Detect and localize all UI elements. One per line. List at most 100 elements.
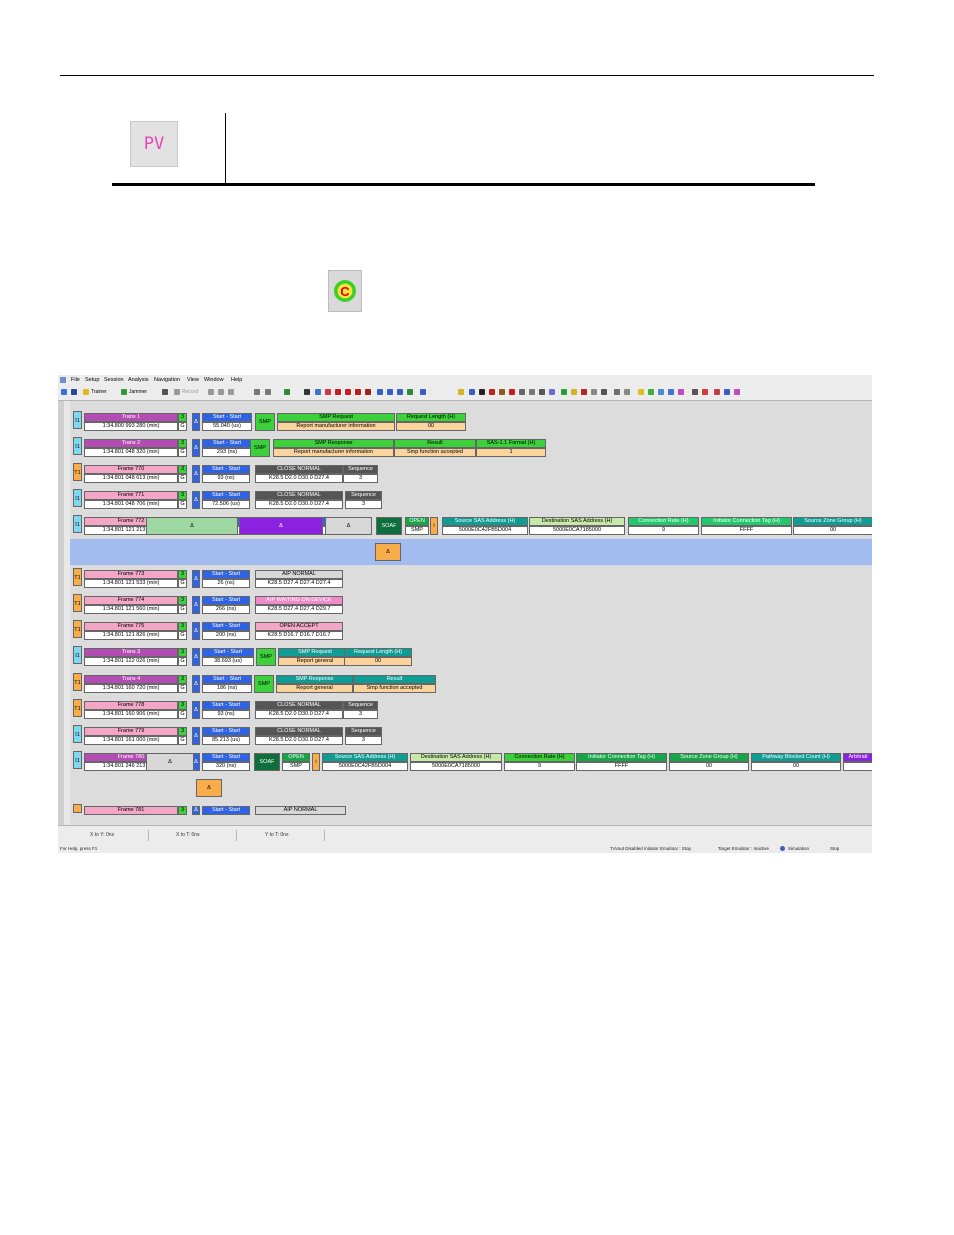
trigger-icon[interactable] — [702, 389, 708, 395]
field-header: Start - Start — [202, 648, 254, 657]
hide-icon[interactable] — [365, 389, 371, 395]
filter-icon[interactable] — [284, 389, 290, 395]
zoom-in-icon[interactable] — [377, 389, 383, 395]
packet-direction-tag[interactable]: I1 — [73, 437, 82, 455]
packet-direction-tag[interactable]: T1 — [73, 463, 82, 481]
packet-direction-tag[interactable]: T1 — [73, 594, 82, 612]
timer-icon[interactable] — [692, 389, 698, 395]
print-icon[interactable] — [265, 389, 271, 395]
histogram-icon[interactable] — [539, 389, 545, 395]
packet-direction-tag[interactable]: T1 — [73, 699, 82, 717]
stop-icon[interactable] — [208, 389, 214, 395]
export-icon[interactable] — [254, 389, 260, 395]
layout-icon[interactable] — [601, 389, 607, 395]
notes-icon[interactable] — [571, 389, 577, 395]
packet-direction-tag[interactable]: I1 — [73, 489, 82, 507]
search-icon[interactable] — [315, 389, 321, 395]
packet-direction-tag[interactable] — [73, 804, 82, 813]
field-header: Start - Start — [202, 413, 252, 422]
packet-direction-tag[interactable]: T1 — [73, 673, 82, 691]
menu-file[interactable]: File — [71, 377, 80, 383]
packet-direction-tag[interactable]: I1 — [73, 411, 82, 429]
jammer-icon[interactable] — [121, 389, 127, 395]
open-icon[interactable] — [61, 389, 67, 395]
panel-icon[interactable] — [638, 389, 644, 395]
zoom-out-icon[interactable] — [387, 389, 393, 395]
c-icon[interactable] — [648, 389, 654, 395]
packet-direction-tag[interactable]: I1 — [73, 751, 82, 769]
view-icon[interactable] — [624, 389, 630, 395]
packet-direction-tag[interactable]: T1 — [73, 568, 82, 586]
display-icon[interactable] — [614, 389, 620, 395]
settings-icon[interactable] — [591, 389, 597, 395]
timing-icon[interactable] — [499, 389, 505, 395]
pv-icon: PV — [130, 121, 178, 167]
frame-icon[interactable] — [734, 389, 740, 395]
menu-setup[interactable]: Setup — [85, 377, 100, 383]
field-value: 3 — [345, 500, 382, 509]
record-button[interactable]: Record — [182, 389, 199, 395]
scroll-gutter[interactable] — [64, 401, 70, 825]
link-icon[interactable] — [509, 389, 515, 395]
stats-icon[interactable] — [489, 389, 495, 395]
network-icon[interactable] — [724, 389, 730, 395]
field-value: 1:34.801 121 826 (min) — [84, 631, 178, 640]
pause-icon[interactable] — [218, 389, 224, 395]
menu-help[interactable]: Help — [231, 377, 243, 383]
field-header: OPEN — [405, 517, 429, 526]
goto-icon[interactable] — [407, 389, 413, 395]
packet-direction-tag[interactable]: T1 — [73, 620, 82, 638]
mark-icon[interactable] — [355, 389, 361, 395]
fit-icon[interactable] — [397, 389, 403, 395]
status-icon[interactable] — [714, 389, 720, 395]
bookmark-icon[interactable] — [325, 389, 331, 395]
delta-icon: Δ — [192, 622, 200, 640]
jammer-button[interactable]: Jammer — [129, 389, 148, 395]
field-value: G — [178, 448, 187, 457]
field-value: 3 — [345, 736, 382, 745]
table-icon[interactable] — [479, 389, 485, 395]
delete-icon[interactable] — [345, 389, 351, 395]
delta-icon: Δ — [239, 517, 323, 535]
field-header: SAS-1.1 Format (H) — [476, 439, 546, 448]
delta-icon: Δ — [192, 701, 200, 719]
trainer-button[interactable]: Trainer — [91, 389, 107, 395]
menu-session[interactable]: Session — [104, 377, 124, 383]
grid-icon[interactable] — [469, 389, 475, 395]
protocol-icon[interactable] — [549, 389, 555, 395]
find-icon[interactable] — [304, 389, 310, 395]
save-icon[interactable] — [71, 389, 77, 395]
pv-toolbar-icon[interactable] — [678, 389, 684, 395]
decode-icon[interactable] — [561, 389, 567, 395]
packet-direction-tag[interactable]: I1 — [73, 646, 82, 664]
field-header: Sequence — [345, 727, 382, 736]
menu-view[interactable]: View — [187, 377, 199, 383]
field-value: 1 — [476, 448, 546, 457]
packet-field-marker: i — [430, 517, 438, 535]
alert-icon[interactable] — [581, 389, 587, 395]
channel-icon[interactable] — [420, 389, 426, 395]
delta-icon: Δ — [192, 465, 200, 483]
list-icon[interactable] — [529, 389, 535, 395]
packet-direction-tag[interactable]: I1 — [73, 725, 82, 743]
field-header: Initiator Connection Tag (H) — [576, 753, 667, 762]
trainer-icon[interactable] — [83, 389, 89, 395]
menu-window[interactable]: Window — [204, 377, 224, 383]
record-icon[interactable] — [174, 389, 180, 395]
target-status: Target Emulator : Inactive — [718, 846, 770, 851]
menu-analysis[interactable]: Analysis — [128, 377, 149, 383]
field-header: Trans 3 — [84, 648, 178, 657]
field-value: Report manufacturer information — [273, 448, 394, 457]
field-header: 3 — [178, 701, 187, 710]
clear-icon[interactable] — [228, 389, 234, 395]
packet-direction-tag[interactable]: I1 — [73, 515, 82, 533]
compare-icon[interactable] — [519, 389, 525, 395]
error-icon[interactable] — [335, 389, 341, 395]
edit-icon[interactable] — [668, 389, 674, 395]
window-icon[interactable] — [658, 389, 664, 395]
report-icon[interactable] — [458, 389, 464, 395]
capture-icon[interactable] — [162, 389, 168, 395]
menu-navigation[interactable]: Navigation — [154, 377, 180, 383]
field-header: Frame 779 — [84, 727, 178, 736]
